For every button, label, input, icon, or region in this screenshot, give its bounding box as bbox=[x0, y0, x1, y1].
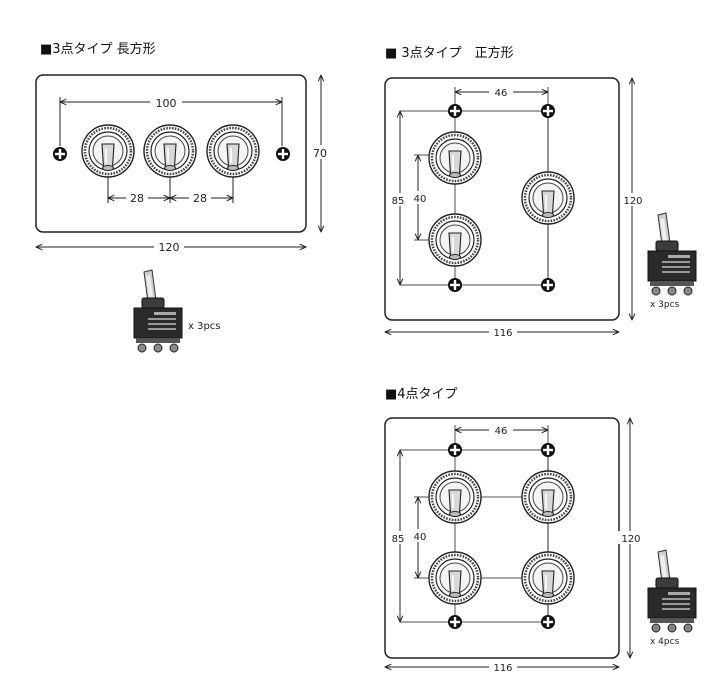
square3-dim-height: 120 bbox=[623, 196, 642, 207]
square3-toggle-2 bbox=[427, 212, 483, 268]
square4-dim-width: 116 bbox=[493, 663, 512, 674]
square4-toggle-1 bbox=[427, 469, 483, 525]
square3-diagram: 46 85 40 120 116 x 3pcs bbox=[384, 77, 697, 339]
square3-screw-br bbox=[541, 278, 555, 292]
rect3-dim-width: 120 bbox=[159, 241, 180, 254]
square3-dim-screw-v: 85 bbox=[392, 196, 405, 207]
rect3-toggle-2 bbox=[142, 123, 198, 179]
square3-toggle-1 bbox=[427, 130, 483, 186]
square4-dim-screw-h: 46 bbox=[495, 426, 508, 437]
square3-screw-tr bbox=[541, 104, 555, 118]
square4-switch-photo bbox=[647, 549, 697, 633]
square4-quantity: x 4pcs bbox=[650, 637, 680, 647]
rect3-quantity: x 3pcs bbox=[188, 321, 221, 332]
rect3-switch-photo bbox=[133, 269, 183, 353]
rect3-title: ■3点タイプ 長方形 bbox=[40, 42, 156, 57]
square4-screw-tr bbox=[541, 443, 555, 457]
square4-dim-height: 120 bbox=[621, 534, 640, 545]
square3-screw-tl bbox=[448, 104, 462, 118]
rect3-screw-right bbox=[276, 147, 290, 161]
rect3-diagram: 100 28 28 70 120 x 3pcs bbox=[35, 74, 334, 353]
square3-dim-pitch: 40 bbox=[414, 194, 427, 205]
square4-dim-screw-v: 85 bbox=[392, 534, 405, 545]
square3-quantity: x 3pcs bbox=[650, 300, 680, 310]
square3-switch-photo bbox=[647, 212, 697, 296]
square3-toggle-3 bbox=[520, 170, 576, 226]
rect3-dim-screw-span: 100 bbox=[156, 97, 177, 110]
rect3-toggle-3 bbox=[205, 123, 261, 179]
rect3-dim-pitch-1: 28 bbox=[130, 192, 144, 205]
square4-toggle-4 bbox=[520, 550, 576, 606]
square3-screw-bl bbox=[448, 278, 462, 292]
square3-title: ■ 3点タイプ 正方形 bbox=[385, 46, 514, 61]
rect3-dim-pitch-2: 28 bbox=[193, 192, 207, 205]
square4-toggle-3 bbox=[427, 550, 483, 606]
rect3-screw-left bbox=[53, 147, 67, 161]
square4-screw-br bbox=[541, 615, 555, 629]
rect3-toggle-1 bbox=[80, 123, 136, 179]
rect3-dim-height: 70 bbox=[313, 147, 327, 160]
square4-diagram: 46 85 40 120 116 x 4pcs bbox=[384, 417, 697, 674]
square4-toggle-2 bbox=[520, 469, 576, 525]
square4-screw-bl bbox=[448, 615, 462, 629]
square4-dim-pitch: 40 bbox=[414, 532, 427, 543]
square3-dim-screw-h: 46 bbox=[495, 88, 508, 99]
square3-dim-width: 116 bbox=[493, 328, 512, 339]
square4-screw-tl bbox=[448, 443, 462, 457]
square4-title: ■4点タイプ bbox=[385, 387, 458, 402]
